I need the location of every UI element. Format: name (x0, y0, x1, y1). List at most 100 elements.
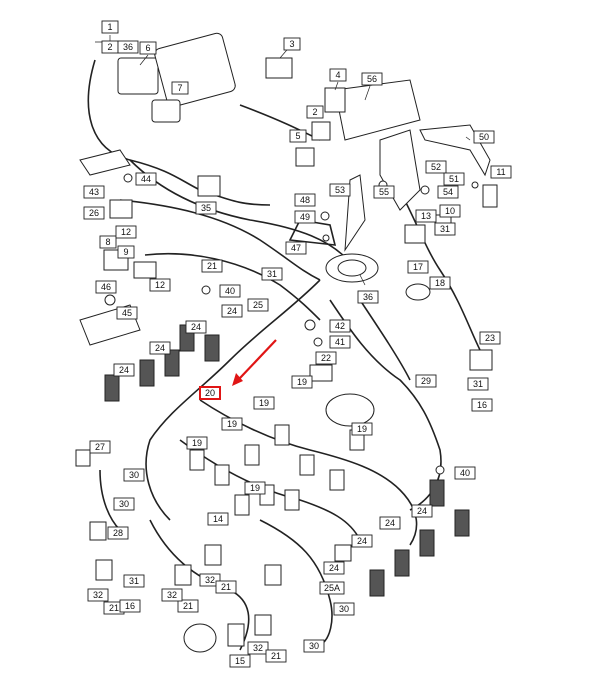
callout-tag: 7 (171, 81, 189, 95)
callout-tag: 36 (357, 290, 379, 304)
callout-tag: 11 (490, 165, 512, 179)
callout-tag: 21 (215, 580, 237, 594)
callout-tag: 30 (303, 639, 325, 653)
svg-text:40: 40 (225, 286, 235, 296)
injector (299, 454, 315, 476)
svg-text:5: 5 (295, 131, 300, 141)
callout-tag: 3 (283, 37, 301, 51)
svg-text:31: 31 (473, 379, 483, 389)
svg-text:30: 30 (129, 470, 139, 480)
svg-text:30: 30 (119, 499, 129, 509)
connector-15 (227, 623, 245, 647)
svg-text:36: 36 (123, 42, 133, 52)
injector (214, 464, 230, 486)
callout-tag: 4 (329, 68, 347, 82)
svg-text:12: 12 (121, 227, 131, 237)
callout-tag: 40 (219, 284, 241, 298)
svg-text:13: 13 (421, 211, 431, 221)
callout-tag: 9 (117, 245, 135, 259)
callout-tag: 49 (294, 210, 316, 224)
svg-text:24: 24 (155, 343, 165, 353)
svg-text:41: 41 (335, 337, 345, 347)
ignition-coil (394, 549, 410, 577)
callout-tag: 41 (329, 335, 351, 349)
ignition-coil (429, 479, 445, 507)
washer-49 (322, 234, 330, 242)
svg-text:24: 24 (191, 322, 201, 332)
callout-tag: 16 (471, 398, 493, 412)
callout-tag: 47 (285, 241, 307, 255)
svg-text:23: 23 (485, 333, 495, 343)
connector-32 (264, 564, 282, 586)
callout-tag: 36 (117, 40, 139, 54)
callout-tag: 1 (101, 20, 119, 34)
svg-text:36: 36 (363, 292, 373, 302)
svg-text:26: 26 (89, 208, 99, 218)
callout-tag: 17 (407, 260, 429, 274)
svg-text:45: 45 (122, 308, 132, 318)
svg-text:21: 21 (221, 582, 231, 592)
callout-tag: 23 (479, 331, 501, 345)
relay-5 (295, 147, 315, 167)
bolt-48 (320, 211, 330, 221)
ignition-coil (454, 509, 470, 537)
connector-26 (109, 199, 133, 219)
svg-text:31: 31 (440, 224, 450, 234)
svg-text:3: 3 (289, 39, 294, 49)
connector-24 (334, 544, 352, 562)
injector (244, 444, 260, 466)
highlighted-callout-tag: 20 (199, 386, 221, 400)
callout-tag: 8 (99, 235, 117, 249)
svg-text:21: 21 (109, 603, 119, 613)
svg-text:10: 10 (445, 206, 455, 216)
harness-lines (87, 59, 481, 651)
grommet-inner (337, 259, 367, 277)
sensor-13 (404, 224, 426, 244)
callout-tag: 35 (195, 201, 217, 215)
svg-text:11: 11 (496, 167, 505, 177)
callout-tags: 1 2 36 6 7 3 4 56 2 5 50 52 51 11 53 55 … (83, 20, 512, 668)
callout-tag: 54 (437, 185, 459, 199)
callout-tag: 24 (351, 534, 373, 548)
svg-text:2: 2 (312, 107, 317, 117)
svg-text:9: 9 (123, 247, 128, 257)
callout-tag: 43 (83, 185, 105, 199)
callout-tag: 15 (229, 654, 251, 668)
injector (234, 494, 250, 516)
svg-text:19: 19 (259, 398, 269, 408)
callout-tag: 24 (185, 320, 207, 334)
callout-tag: 48 (294, 193, 316, 207)
svg-text:48: 48 (300, 195, 310, 205)
injector (189, 449, 205, 471)
svg-text:31: 31 (129, 576, 139, 586)
connector-block (117, 57, 159, 95)
callout-tag: 19 (221, 417, 243, 431)
callout-tag: 25 (247, 298, 269, 312)
svg-text:22: 22 (321, 353, 331, 363)
callout-tag: 19 (351, 422, 373, 436)
svg-text:43: 43 (89, 187, 99, 197)
svg-text:30: 30 (309, 641, 319, 651)
callout-tag: 56 (361, 72, 383, 86)
callout-tag: 21 (177, 599, 199, 613)
connector-23 (469, 349, 493, 371)
svg-text:55: 55 (379, 187, 389, 197)
svg-text:56: 56 (367, 74, 377, 84)
callout-tag: 29 (415, 374, 437, 388)
connector-28 (89, 521, 107, 541)
svg-text:32: 32 (205, 575, 215, 585)
svg-text:53: 53 (335, 185, 345, 195)
svg-text:14: 14 (213, 514, 223, 524)
air-mass-meter (325, 393, 375, 427)
callout-tag: 5 (289, 129, 307, 143)
callout-tag: 46 (95, 280, 117, 294)
svg-text:19: 19 (357, 424, 367, 434)
svg-text:24: 24 (385, 518, 395, 528)
injector (329, 469, 345, 491)
ignition-coil (104, 374, 120, 402)
callout-tag: 30 (333, 602, 355, 616)
callout-tag: 27 (89, 440, 111, 454)
bolt-40 (201, 285, 211, 295)
svg-text:15: 15 (235, 656, 245, 666)
svg-text:20: 20 (205, 388, 215, 398)
